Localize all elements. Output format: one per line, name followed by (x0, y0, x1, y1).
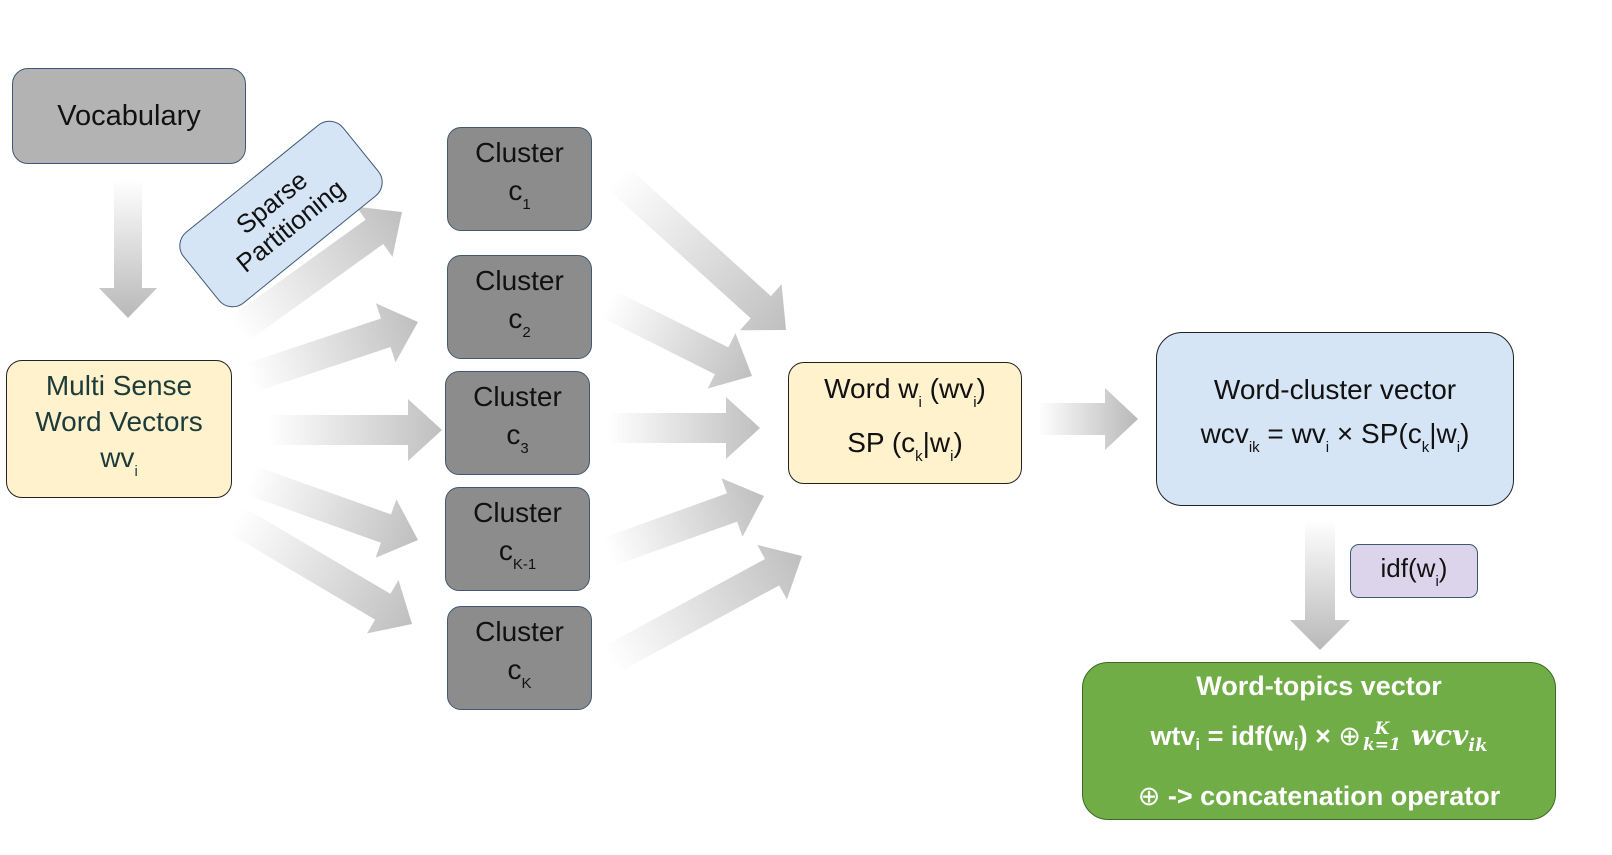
t: ) (953, 427, 963, 458)
idf-box: idf(wi) (1350, 544, 1478, 598)
vocabulary-box: Vocabulary (12, 68, 246, 164)
sum-upper: K (1374, 719, 1390, 740)
word-line2: SP (ck|wi) (847, 423, 963, 477)
cluster-label: Cluster (473, 381, 562, 412)
arrow-vectors-to-ck1 (245, 465, 418, 558)
arrow-vectors-to-c3 (268, 399, 442, 461)
oplus-symbol: ⊕ (1338, 720, 1362, 752)
cluster-label: Cluster (475, 616, 564, 647)
cluster-sub: K (521, 675, 532, 692)
arrow-vectors-to-ck (228, 507, 412, 634)
t: ) (1460, 418, 1470, 449)
cluster-letter: c (508, 303, 523, 334)
cluster-label: Cluster (473, 497, 562, 528)
cluster-sub: 1 (522, 196, 531, 213)
cluster-symbol: c3 (506, 416, 528, 468)
cluster-box-2: Cluster c2 (447, 255, 592, 359)
msv-var: wv (100, 442, 135, 473)
multi-sense-word-vectors-box: Multi Sense Word Vectors wvi (6, 360, 232, 498)
s: i (973, 394, 977, 411)
arrow-c2-to-word (601, 290, 752, 389)
sum-lower: k=1 (1363, 735, 1401, 756)
word-line1: Word wi (wvi) (824, 369, 986, 423)
s: k (1421, 439, 1430, 456)
cluster-letter: c (506, 419, 521, 450)
arrow-ck-to-word (602, 544, 802, 674)
cluster-letter: c (508, 175, 523, 206)
word-sense-box: Word wi (wvi) SP (ck|wi) (788, 362, 1022, 484)
wcv-title: Word-cluster vector (1213, 374, 1457, 405)
arrow-wcv-to-wtv (1290, 520, 1350, 650)
s: ik (1248, 439, 1260, 456)
arrow-c1-to-word (607, 166, 786, 331)
msv-line1: Multi Sense (45, 370, 193, 401)
cluster-symbol: cK (507, 651, 531, 703)
s: i (950, 448, 954, 465)
t: |w (922, 427, 951, 458)
oplus-note-symbol: ⊕ (1137, 780, 1161, 812)
t: |w (1429, 418, 1457, 449)
s: i (1435, 572, 1439, 590)
vocabulary-label: Vocabulary (57, 99, 201, 132)
t: ) (976, 373, 986, 404)
arrow-vocab-to-vectors (99, 180, 157, 318)
arrow-vectors-to-c2 (245, 303, 418, 393)
cluster-sub: K-1 (512, 556, 537, 573)
s: i (1325, 439, 1330, 456)
t: wtv (1150, 720, 1196, 751)
t: ) (1438, 552, 1448, 583)
s: k (915, 448, 923, 465)
idf-label: idf(wi) (1381, 553, 1448, 590)
t: wcv (1200, 418, 1249, 449)
s: i (1293, 734, 1299, 754)
cluster-sub: 2 (522, 324, 531, 341)
cluster-label: Cluster (475, 265, 564, 296)
wcv-var: wcv (1410, 718, 1469, 752)
t: (wv (921, 373, 974, 404)
wtv-note: ⊕ -> concatenation operator (1138, 771, 1500, 822)
t: = idf(w (1200, 720, 1294, 751)
cluster-symbol: cK-1 (499, 532, 536, 584)
cluster-box-k: Cluster cK (447, 606, 592, 710)
cluster-letter: c (498, 535, 513, 566)
cluster-box-k-minus-1: Cluster cK-1 (445, 487, 590, 591)
msv-sub: i (134, 463, 138, 480)
word-cluster-vector-box: Word-cluster vector wcvik = wvi × SP(ck|… (1156, 332, 1514, 506)
cluster-box-1: Cluster c1 (447, 127, 592, 231)
note-text: -> concatenation operator (1160, 780, 1501, 811)
t: × SP(c (1329, 418, 1422, 449)
s: i (1456, 439, 1461, 456)
cluster-label: Cluster (475, 137, 564, 168)
cluster-box-3: Cluster c3 (445, 371, 590, 475)
arrow-c3-to-word (608, 397, 760, 459)
t: = wv (1259, 418, 1326, 449)
wcv-formula: wcvik = wvi × SP(ck|wi) (1201, 412, 1470, 470)
msv-line2: Word Vectors (35, 406, 203, 437)
arrow-ck1-to-word (602, 478, 764, 567)
wcv-var-sub: ik (1468, 734, 1488, 756)
arrow-vectors-to-c1 (229, 206, 402, 343)
cluster-letter: c (507, 654, 522, 685)
t: ) × (1298, 720, 1339, 751)
t: Word w (824, 373, 919, 404)
t: SP (c (847, 427, 916, 458)
cluster-symbol: c1 (508, 172, 530, 224)
cluster-symbol: c2 (508, 300, 530, 352)
arrow-word-to-wcv (1038, 388, 1138, 450)
msv-line3: wvi (100, 440, 138, 490)
wtv-title: Word-topics vector (1196, 670, 1442, 701)
s: i (1195, 734, 1201, 754)
s: i (918, 394, 922, 411)
t: idf(w (1380, 552, 1436, 583)
cluster-sub: 3 (520, 440, 529, 457)
